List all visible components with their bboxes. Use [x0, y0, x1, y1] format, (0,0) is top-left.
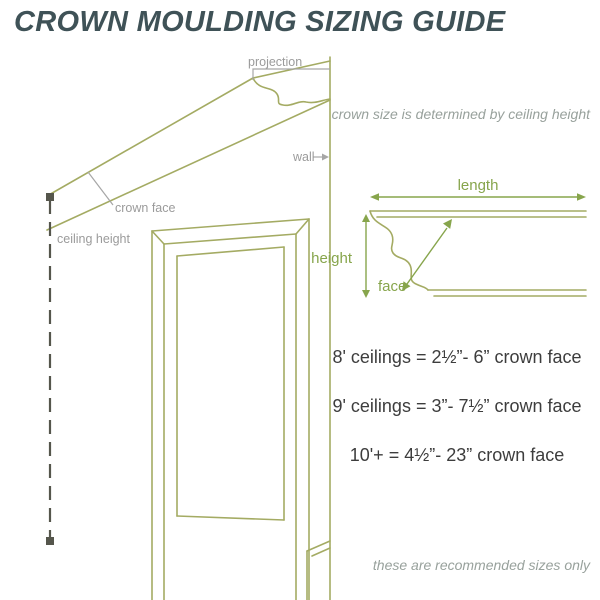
label-height: height — [311, 250, 353, 267]
length-arrowhead-left — [370, 193, 379, 201]
height-arrowhead-top — [362, 214, 370, 222]
crown-face-pointer — [87, 171, 114, 206]
length-arrowhead-right — [577, 193, 586, 201]
label-ceiling-height: ceiling height — [57, 232, 130, 246]
label-projection: projection — [248, 55, 302, 69]
crown-end-profile — [252, 77, 331, 107]
footnote-disclaimer: these are recommended sizes only — [372, 557, 590, 573]
wall-pointer-arrowhead — [322, 153, 329, 161]
crown-face-top-diagonal — [46, 77, 254, 197]
face-arrowhead-lower — [402, 281, 411, 291]
crown-detail-drawing — [369, 210, 587, 297]
detail-dimension-arrows — [362, 193, 586, 298]
sizing-rule-10ft: 10'+ = 4½”- 23” crown face — [349, 445, 565, 465]
label-crown-face: crown face — [115, 201, 175, 215]
sizing-rule-9ft: 9' ceilings = 3”- 7½” crown face — [332, 396, 582, 416]
label-face: face — [378, 278, 406, 295]
dimension-end-square-top — [46, 193, 54, 201]
detail-crown-profile — [369, 210, 429, 291]
door-frame — [151, 218, 310, 600]
crown-face-bottom-diagonal — [46, 99, 331, 231]
subtitle-note: crown size is determined by ceiling heig… — [331, 106, 590, 122]
ceiling-height-dimension-line — [46, 193, 54, 545]
dimension-end-square-bottom — [46, 537, 54, 545]
baseboard — [306, 540, 331, 600]
height-arrowhead-bottom — [362, 290, 370, 298]
face-dimension-line — [406, 227, 448, 285]
sizing-rule-8ft: 8' ceilings = 2½”- 6” crown face — [332, 347, 582, 367]
room-perspective-drawing — [46, 56, 331, 600]
projection-pointer — [252, 68, 330, 80]
annotation-pointers — [87, 68, 330, 206]
label-length: length — [458, 177, 499, 194]
page-title: CROWN MOULDING SIZING GUIDE — [14, 6, 506, 38]
face-arrowhead-upper — [443, 219, 452, 229]
label-wall: wall — [292, 150, 315, 164]
sizing-rules-list: 8' ceilings = 2½”- 6” crown face 9' ceil… — [318, 347, 596, 494]
